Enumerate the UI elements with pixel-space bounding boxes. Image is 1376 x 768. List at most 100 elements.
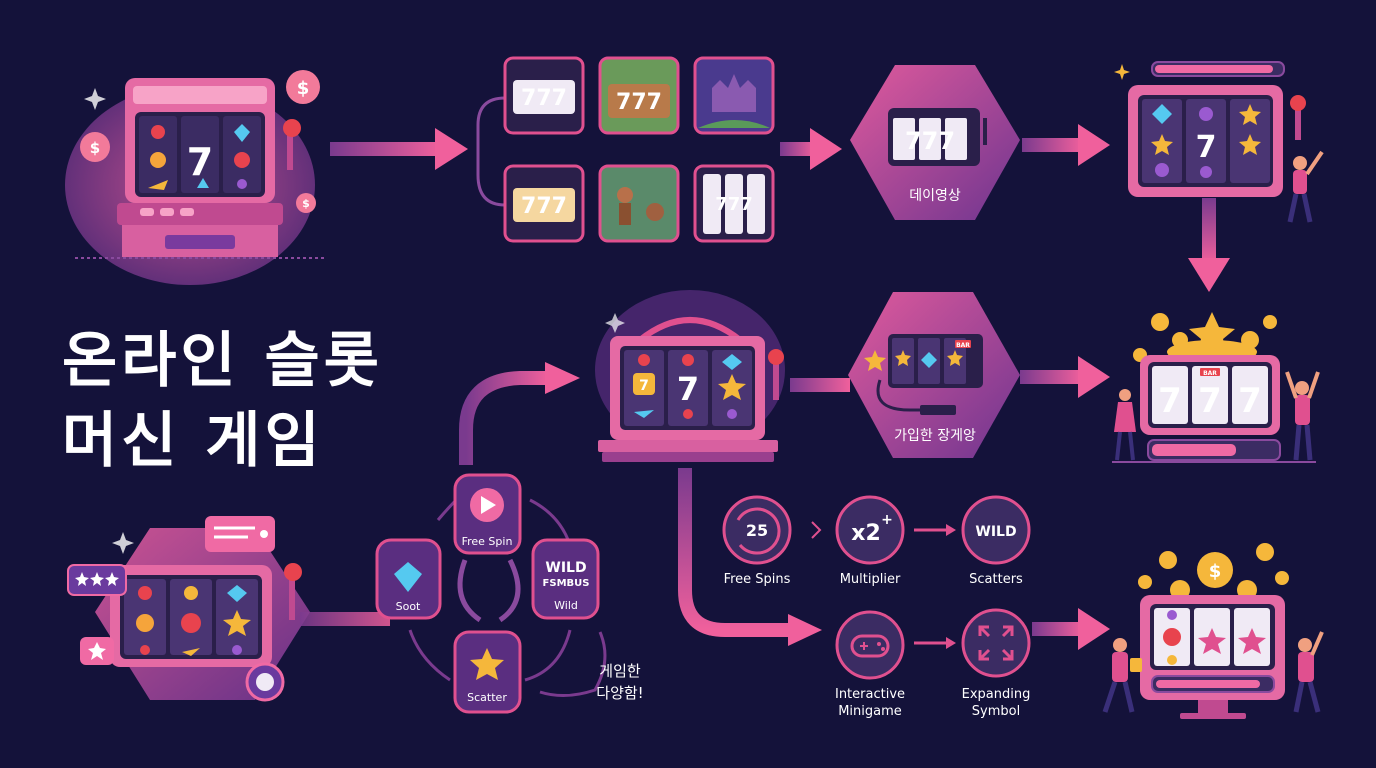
svg-text:+: + bbox=[881, 512, 893, 528]
hex-node-middle: BAR 가입한 장게앙 bbox=[848, 292, 1020, 458]
arrow-to-hex-top bbox=[780, 128, 842, 170]
star-icon bbox=[223, 610, 251, 636]
arrow-minigame-to-expanding bbox=[914, 637, 956, 649]
cherry-icon bbox=[138, 586, 152, 600]
theme-classic-777: 777 bbox=[503, 56, 585, 135]
connector-to-cycle bbox=[300, 612, 390, 626]
feature-multiplier: x2 + Multiplier bbox=[835, 495, 905, 587]
svg-text:Multiplier: Multiplier bbox=[840, 572, 901, 587]
feature-cycle: Free Spin Soot WILD FSMBUS Wild Scatter … bbox=[375, 473, 644, 714]
star-icon bbox=[1189, 312, 1235, 355]
diamond-icon bbox=[1152, 104, 1172, 124]
svg-text:Symbol: Symbol bbox=[972, 704, 1020, 719]
features-grid: 25 Free Spins x2 + Multiplier WILD Scatt… bbox=[722, 495, 1031, 719]
svg-text:7: 7 bbox=[1158, 381, 1182, 421]
theme-castle bbox=[693, 56, 775, 135]
coin-icon bbox=[80, 132, 110, 162]
theme-reels: 777 bbox=[693, 164, 775, 243]
player-figure-left bbox=[1102, 638, 1142, 713]
svg-text:Scatter: Scatter bbox=[467, 691, 507, 704]
star-icon bbox=[895, 350, 911, 366]
theme-fruit-777: 777 bbox=[503, 164, 585, 243]
star-icon bbox=[1239, 104, 1261, 125]
star-icon bbox=[88, 642, 106, 660]
cherry-icon bbox=[151, 125, 165, 139]
gamepad-icon bbox=[850, 634, 890, 658]
svg-text:7: 7 bbox=[1238, 381, 1262, 421]
play-icon bbox=[481, 496, 496, 514]
middle-laptop: 7 7 bbox=[595, 290, 785, 462]
svg-text:Interactive: Interactive bbox=[835, 687, 905, 702]
grape-icon bbox=[1155, 163, 1169, 177]
progress-bar-fill bbox=[1155, 65, 1273, 73]
svg-text:BAR: BAR bbox=[956, 342, 970, 349]
bottom-right-win-machine: $ bbox=[1102, 543, 1324, 719]
coin-icon bbox=[296, 193, 316, 213]
feature-free-spins: 25 Free Spins bbox=[722, 495, 792, 587]
player-figure-right bbox=[1293, 631, 1324, 713]
cycle-soot: Soot bbox=[375, 538, 442, 620]
hex-top-label: 데이영상 bbox=[909, 188, 961, 204]
svg-text:7: 7 bbox=[1196, 130, 1217, 165]
page-title-line2: 머신 게임 bbox=[62, 406, 324, 476]
player-figure-left bbox=[1114, 389, 1136, 461]
theme-adventure bbox=[598, 164, 680, 243]
sparkle-icon bbox=[84, 88, 106, 110]
cycle-free-spin: Free Spin bbox=[453, 473, 522, 555]
orange-icon bbox=[150, 152, 166, 168]
arrow-to-bottom-right bbox=[1032, 608, 1110, 650]
lever-knob bbox=[283, 119, 301, 137]
diamond-icon bbox=[394, 562, 422, 592]
speech-bubble bbox=[205, 516, 275, 552]
svg-text:Scatters: Scatters bbox=[969, 572, 1023, 587]
progress-bar-fill bbox=[1152, 444, 1236, 456]
svg-text:Wild: Wild bbox=[554, 599, 578, 612]
arrow-to-hex-middle bbox=[790, 378, 850, 392]
arrow-multiplier-to-scatters bbox=[914, 524, 956, 536]
jackpot-machine: BAR 7 7 7 bbox=[1112, 312, 1320, 463]
hex-node-top: 777 데이영상 bbox=[850, 65, 1020, 220]
reels-monitor-top-right: 7 bbox=[1114, 61, 1324, 223]
svg-text:FSMBUS: FSMBUS bbox=[543, 578, 590, 589]
hex-middle-label: 가입한 장게앙 bbox=[894, 428, 976, 444]
star-icon bbox=[1151, 134, 1173, 155]
svg-text:Minigame: Minigame bbox=[838, 704, 902, 719]
svg-text:777: 777 bbox=[521, 194, 567, 219]
star-icon bbox=[470, 648, 504, 680]
grape-icon bbox=[237, 179, 247, 189]
star-icon bbox=[718, 374, 746, 400]
melon-icon bbox=[148, 180, 168, 190]
player-figure-right bbox=[1285, 371, 1320, 461]
main-slot-machine: 7 $ $ $ bbox=[65, 70, 325, 285]
diamond-icon bbox=[722, 354, 742, 370]
star-icon bbox=[1198, 628, 1226, 654]
svg-text:x2: x2 bbox=[851, 521, 881, 546]
player-figure bbox=[1287, 150, 1324, 223]
page-title-line1: 온라인 슬롯 bbox=[62, 326, 383, 396]
castle-icon bbox=[712, 74, 756, 112]
svg-text:Expanding: Expanding bbox=[962, 687, 1031, 702]
theme-thumbnails: 777 777 777 777 bbox=[503, 56, 775, 243]
diamond-icon bbox=[227, 585, 247, 602]
bottom-left-machine bbox=[67, 516, 310, 702]
diamond-icon bbox=[234, 124, 250, 142]
svg-text:$: $ bbox=[297, 78, 310, 99]
expand-icon bbox=[978, 625, 1014, 661]
cycle-scatter: Scatter bbox=[453, 630, 522, 714]
feature-interactive-minigame: Interactive Minigame bbox=[835, 610, 905, 719]
coin-icon bbox=[1197, 552, 1233, 588]
svg-text:Soot: Soot bbox=[396, 600, 421, 613]
svg-text:BAR: BAR bbox=[1203, 370, 1217, 377]
svg-text:Free Spins: Free Spins bbox=[724, 572, 791, 587]
explorer-icon bbox=[617, 187, 633, 203]
star-icon bbox=[1238, 628, 1266, 654]
arrow-laptop-to-features bbox=[678, 468, 822, 646]
svg-text:777: 777 bbox=[616, 90, 662, 115]
arrow-to-jackpot bbox=[1020, 356, 1110, 398]
feature-expanding-symbol: Expanding Symbol bbox=[961, 608, 1031, 719]
svg-text:25: 25 bbox=[746, 521, 768, 540]
chevron-right-icon bbox=[811, 521, 822, 539]
svg-text:WILD: WILD bbox=[545, 560, 586, 576]
star-icon bbox=[1239, 134, 1261, 155]
